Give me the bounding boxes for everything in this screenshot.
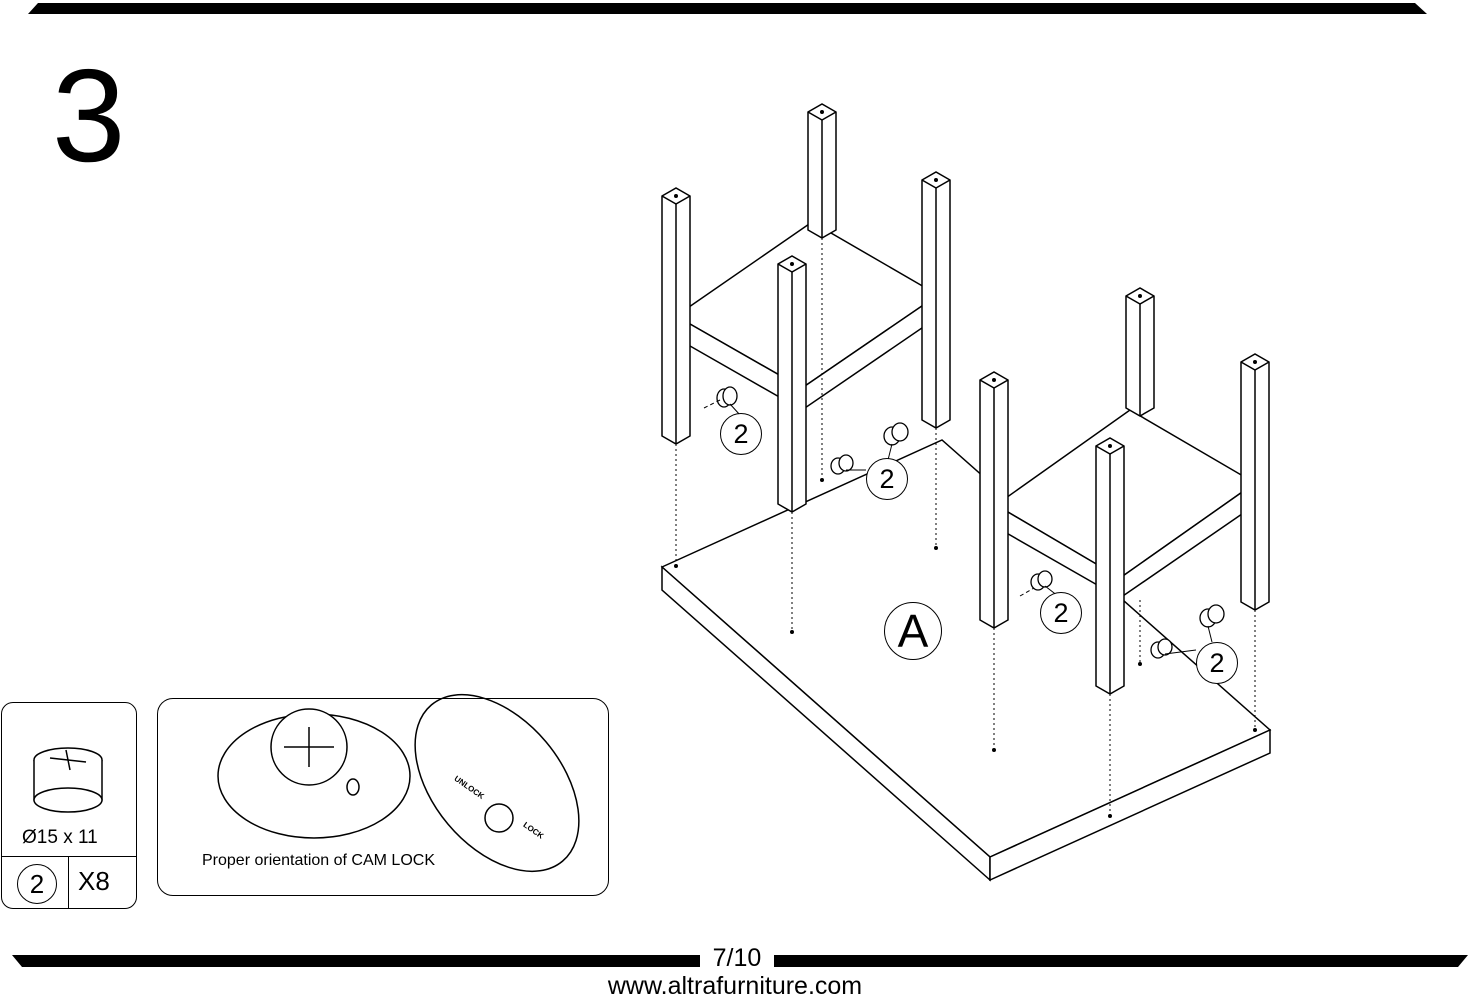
left-frame [661, 103, 951, 513]
step-number: 3 [52, 42, 126, 189]
board-holes [674, 478, 1257, 818]
website-url: www.altrafurniture.com [607, 972, 863, 1000]
panel-a-label: A [884, 602, 942, 660]
hardware-callout: 2 [720, 413, 762, 455]
hardware-callout: 2 [866, 458, 908, 500]
cam-orientation-detail [217, 693, 580, 873]
leg-dowel-holes [674, 110, 1257, 448]
parts-legend-box [1, 702, 137, 909]
part-size-label: Ø15 x 11 [22, 827, 98, 848]
part-number-badge: 2 [17, 864, 57, 904]
right-frame [979, 287, 1270, 695]
hardware-callout: 2 [1196, 642, 1238, 684]
header-bar [28, 3, 1427, 14]
cam-orientation-box [157, 698, 609, 896]
page-number: 7/10 [700, 944, 774, 973]
legend-divider [1, 856, 137, 857]
part-quantity: X8 [78, 866, 110, 896]
hardware-callout: 2 [1040, 592, 1082, 634]
cam-lock-hardware [716, 386, 1225, 659]
panel-a-board [660, 439, 1272, 882]
cam-lock-part-icon [33, 747, 103, 813]
alignment-lines [675, 238, 1256, 816]
cam-orientation-caption: Proper orientation of CAM LOCK [202, 852, 435, 869]
legend-divider [68, 856, 69, 909]
